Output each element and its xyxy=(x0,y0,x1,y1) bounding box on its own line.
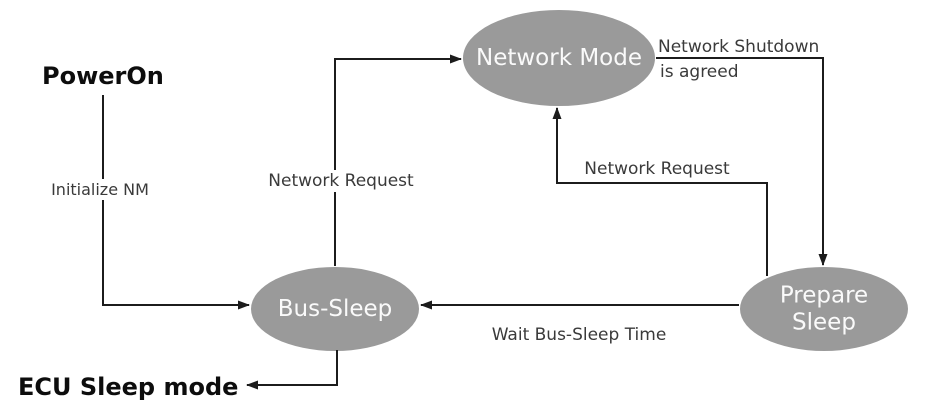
edge-bus-sleep-to-network-mode xyxy=(334,54,462,266)
edge-network-mode-to-prepare-sleep xyxy=(656,57,828,266)
label-initialize-nm-halo xyxy=(48,179,152,200)
bus-sleep-node-label-line: Bus-Sleep xyxy=(278,296,393,322)
label-network-request-left-halo xyxy=(265,170,418,192)
prepare-sleep-node-label-line: Sleep xyxy=(792,310,856,336)
edge-poweron-to-bus-sleep xyxy=(102,95,250,310)
network-mode-node-label-line: Network Mode xyxy=(476,45,642,71)
network-mode-node-label: Network Mode xyxy=(476,45,642,71)
prepare-sleep-node-label-line: Prepare xyxy=(780,283,868,309)
label-network-request-right-halo xyxy=(581,158,734,180)
bus-sleep-node-label: Bus-Sleep xyxy=(278,296,393,322)
label-network-request-right: Network Request xyxy=(584,159,730,179)
label-network-request-left: Network Request xyxy=(268,171,414,191)
prepare-sleep-node xyxy=(740,267,908,351)
edge-prepare-sleep-to-network-mode xyxy=(552,107,768,276)
label-network-shutdown-line1: Network Shutdown xyxy=(658,37,819,57)
label-network-shutdown-line2: is agreed xyxy=(660,62,739,82)
bus-sleep-node xyxy=(251,267,419,351)
nodes-layer xyxy=(251,10,908,351)
label-wait-bus-sleep-time: Wait Bus-Sleep Time xyxy=(492,325,667,345)
edge-bus-sleep-to-ecu-sleep-mode xyxy=(246,350,338,390)
power-on-text: PowerOn xyxy=(42,62,164,90)
ecu-sleep-mode-text: ECU Sleep mode xyxy=(18,373,238,401)
edges-layer xyxy=(102,54,828,390)
label-initialize-nm: Initialize NM xyxy=(51,180,149,199)
network-mode-node xyxy=(463,10,655,106)
